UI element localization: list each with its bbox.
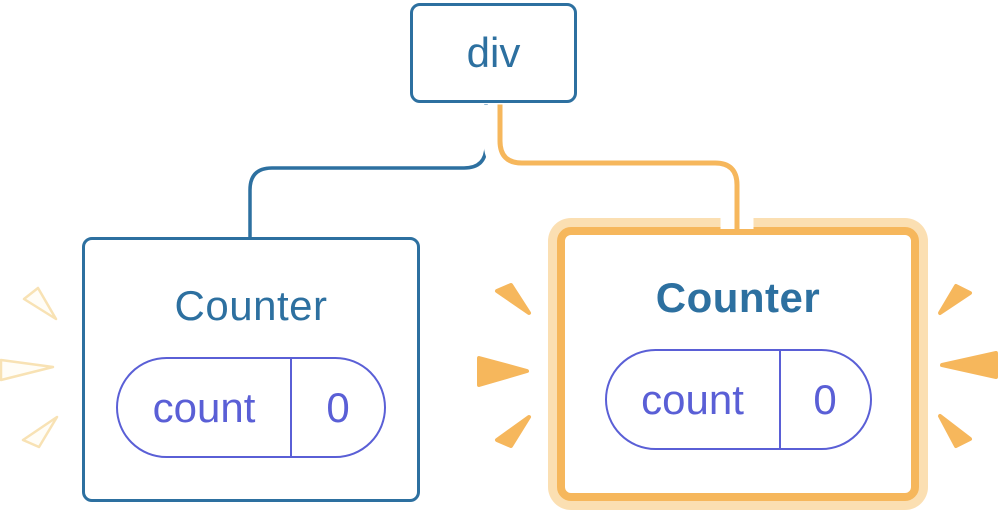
counter-node-right-highlighted: Counter count 0 xyxy=(557,227,919,501)
state-pill: count 0 xyxy=(604,349,872,450)
counter-node-left: Counter count 0 xyxy=(82,237,420,502)
root-node-div: div xyxy=(410,3,577,103)
state-value: 0 xyxy=(326,383,350,431)
connector-highlight-line xyxy=(497,104,740,231)
counter-title: Counter xyxy=(655,274,821,321)
spark-icon xyxy=(495,415,531,448)
state-pill: count 0 xyxy=(116,357,386,458)
state-value: 0 xyxy=(813,375,837,423)
spark-icon xyxy=(477,356,529,387)
spark-icon xyxy=(938,414,972,448)
root-node-label: div xyxy=(466,29,521,76)
counter-title: Counter xyxy=(174,282,328,329)
spark-icon xyxy=(0,358,55,382)
pill-divider xyxy=(778,351,781,448)
spark-icon xyxy=(22,286,58,321)
spark-icon xyxy=(21,415,59,449)
state-key-label: count xyxy=(152,383,256,431)
connector-casing xyxy=(483,104,754,229)
pill-divider xyxy=(290,359,292,456)
connector-blue-line xyxy=(248,104,488,239)
spark-icon xyxy=(938,284,972,315)
spark-icon xyxy=(495,283,531,315)
spark-icon xyxy=(940,351,998,379)
state-key-label: count xyxy=(641,375,744,423)
